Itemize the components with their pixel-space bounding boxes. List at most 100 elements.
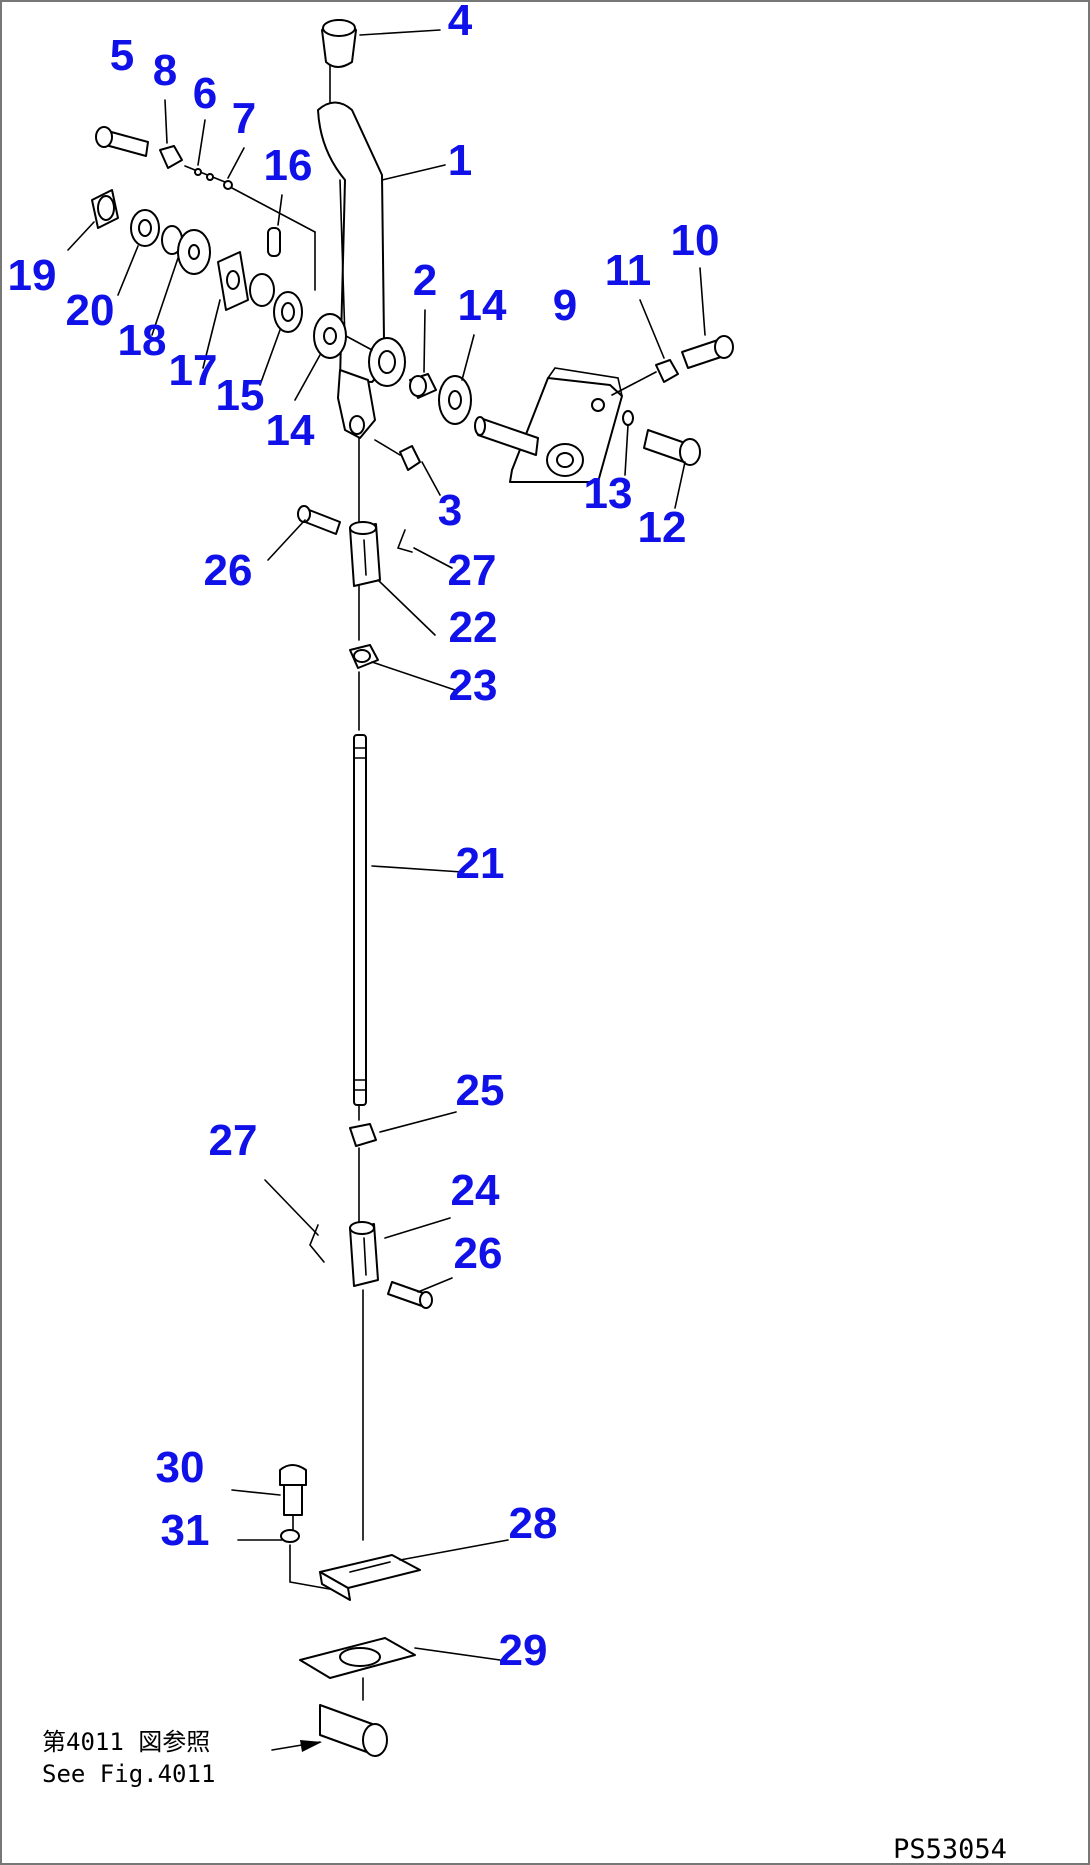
reference-note-en: See Fig.4011 [42,1760,215,1788]
callout-leader-line [384,1217,451,1239]
callout-leader-line [379,1111,457,1133]
callout-label-30: 30 [156,1443,205,1492]
leader-line [184,165,226,183]
cotter-pin-part [396,529,413,553]
callout-label-8: 8 [153,46,177,95]
axis-line [345,335,373,351]
washer-part [313,313,347,359]
bolt-part [681,335,734,369]
bracket-part [474,367,623,483]
callout-leader-line [202,299,221,369]
callout-label-27: 27 [209,1116,258,1165]
callout-leader-line [699,267,706,336]
callout-leader-line [197,119,206,166]
nut-part [655,359,679,383]
disc-part [161,225,211,275]
callout-label-11: 11 [605,246,652,295]
callout-leader-line [377,579,436,636]
callout-label-15: 15 [216,371,265,420]
washer-part [280,1529,300,1543]
callout-label-25: 25 [456,1066,505,1115]
reference-arrow [271,1740,322,1752]
lever-bracket-part [337,369,376,439]
callout-leader-line [259,329,281,386]
callout-label-22: 22 [449,603,498,652]
callout-leader-line [423,309,426,373]
callout-leader-line [414,1647,501,1661]
ball-part [206,173,214,181]
callout-label-14: 14 [266,406,315,455]
callout-label-20: 20 [66,286,115,335]
nut-part [159,145,183,169]
callout-label-6: 6 [193,69,217,118]
callout-leader-line [359,29,441,36]
ball-part [223,180,233,190]
collar-part [130,209,160,247]
callout-leader-line [117,245,139,296]
callout-leader-line [227,147,245,179]
callout-label-18: 18 [118,316,167,365]
callout-label-17: 17 [169,346,218,395]
callout-leader-line [371,661,456,691]
callout-leader-line [461,334,475,381]
ball-part [194,168,202,176]
callout-label-16: 16 [264,141,313,190]
leader-line [611,371,657,396]
callout-label-5: 5 [110,31,134,80]
bolt-part [279,1464,307,1516]
callout-label-3: 3 [438,486,462,535]
callout-leader-line [151,257,179,336]
callout-leader-line [231,1489,281,1496]
leader-line [289,1544,336,1591]
lever-part [317,101,406,387]
callout-label-21: 21 [456,839,505,888]
callout-label-7: 7 [232,94,256,143]
callout-label-23: 23 [449,661,498,710]
callout-leader-line [624,424,629,476]
washer-part [622,410,634,426]
callout-label-31: 31 [161,1506,210,1555]
rod-part [353,734,367,1106]
callout-label-1: 1 [448,136,472,185]
callout-leader-line [164,99,168,144]
callout-label-14: 14 [458,281,507,330]
callout-leader-line [413,547,453,569]
bushing-part [409,373,437,399]
callout-labels: 1234567891011121314141516171819202122232… [8,0,720,1675]
callout-leader-line [67,221,95,251]
callout-label-10: 10 [671,216,720,265]
plate-part [91,189,119,229]
callout-label-26: 26 [454,1229,503,1278]
plate-part [217,251,275,311]
callout-leader-line [421,461,441,496]
leader-line [231,187,316,233]
callout-leader-line [399,1539,509,1561]
callout-label-24: 24 [451,1166,500,1215]
washer-part [438,375,472,425]
clevis-pin-part [387,1281,433,1309]
spring-part [267,227,281,257]
callout-leader-line [294,354,321,401]
callout-label-9: 9 [553,281,577,330]
callout-label-12: 12 [638,503,687,552]
nut-part [349,1123,377,1147]
callout-label-19: 19 [8,251,57,300]
callout-label-26: 26 [204,546,253,595]
callout-label-2: 2 [413,256,437,305]
cotter-pin-part [309,1224,325,1263]
shaft-part [319,1704,388,1757]
pin-part [374,439,421,471]
yoke-part [349,521,381,587]
callout-label-27: 27 [448,546,497,595]
callout-leader-line [639,299,665,359]
bolt-part [643,429,701,466]
ring-part [273,291,303,333]
reference-note-jp: 第4011 図参照 [42,1728,210,1756]
bolt-part [95,126,149,157]
drawing-id: PS53054 [893,1834,1007,1865]
callout-label-29: 29 [499,1626,548,1675]
callout-leader-line [277,194,283,226]
